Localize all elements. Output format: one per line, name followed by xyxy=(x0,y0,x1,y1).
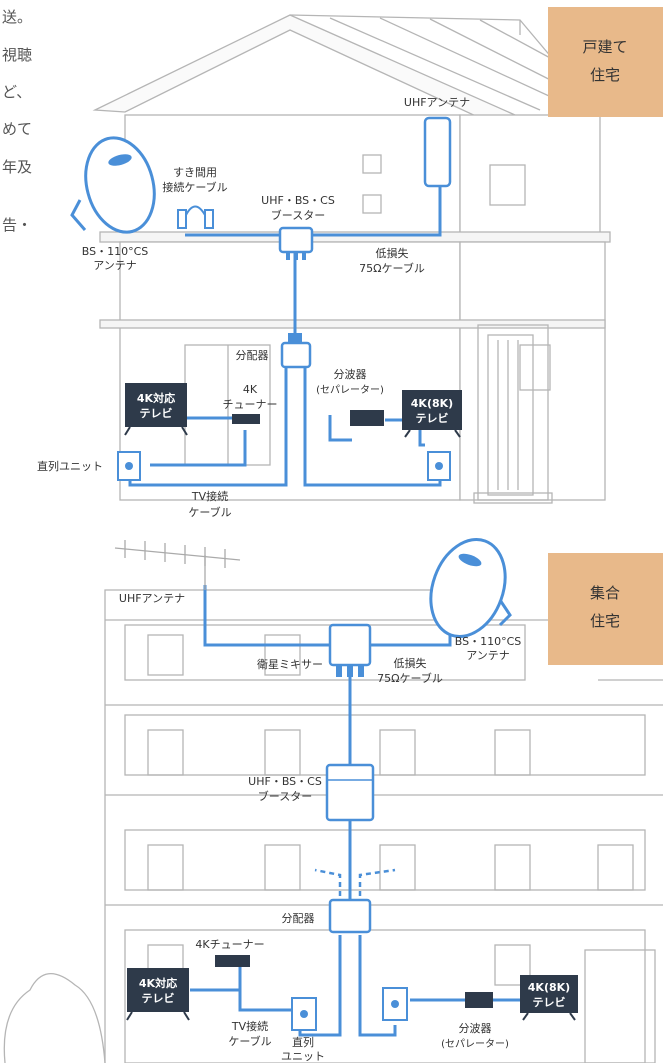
apartment-booster-icon xyxy=(325,763,375,822)
apartment-separator-label: (セパレーター) xyxy=(441,1038,509,1050)
apartment-mixer-label: 衛星ミキサー xyxy=(257,658,323,671)
apartment-bs-antenna-label: アンテナ xyxy=(466,649,510,662)
house-tag: 戸建て 住宅 xyxy=(548,7,663,117)
gap-cable-label: すき間用 xyxy=(173,166,217,179)
house-low-loss-cable-label: 低損失 xyxy=(376,246,409,260)
house-separator-label: (セパレーター) xyxy=(316,384,384,396)
apartment-tag: 集合 住宅 xyxy=(548,553,663,665)
house-booster-label: ブースター xyxy=(271,208,325,222)
house-8k-tv-icon xyxy=(402,390,462,438)
house-low-loss-cable-label: 75Ωケーブル xyxy=(359,261,425,275)
house-wall-outlet-icon xyxy=(117,451,451,481)
house-bs-antenna-label: BS・110°CS xyxy=(82,245,149,258)
side-text-line: 年及 xyxy=(2,158,32,176)
apartment-tv-cable-label: TV接続 xyxy=(231,1019,268,1033)
side-text-line: 告・ xyxy=(2,216,32,234)
apartment-4k-tuner-label: 4Kチューナー xyxy=(195,938,264,951)
side-text-line: 送。 xyxy=(2,8,32,26)
apartment-separator-icon xyxy=(465,992,493,1008)
apartment-splitter-label: 分配器 xyxy=(282,912,315,925)
apartment-cables xyxy=(190,585,520,1037)
side-text-line: ど、 xyxy=(2,83,31,101)
apartment-low-loss-cable-label: 75Ωケーブル xyxy=(377,671,443,685)
house-4k-tuner-icon xyxy=(232,414,260,424)
apartment-4k-tuner-icon xyxy=(215,955,250,967)
apartment-4k-tv-label: テレビ xyxy=(142,991,175,1005)
apartment-8k-tv-label: 4K(8K) xyxy=(528,981,570,994)
apartment-series-unit-label: ユニット xyxy=(281,1050,325,1063)
house-4k-tv-label: テレビ xyxy=(140,406,173,420)
apartment-building xyxy=(3,589,663,1063)
gap-cable-label: 接続ケーブル xyxy=(162,180,227,194)
house-booster-label: UHF・BS・CS xyxy=(261,194,335,207)
apartment-splitter-icon xyxy=(328,898,372,934)
house-booster-icon xyxy=(278,226,314,260)
house-4k-tuner-label: チューナー xyxy=(223,398,278,411)
apartment-4k-tv-label: 4K対応 xyxy=(139,976,177,990)
house-separator-icon xyxy=(350,410,384,426)
apartment-bs-antenna-icon xyxy=(429,538,512,638)
side-text-line: 視聴 xyxy=(2,46,32,64)
house-uhf-antenna-label: UHFアンテナ xyxy=(404,96,470,109)
apartment-booster-label: ブースター xyxy=(258,789,312,803)
gap-cable-icon xyxy=(177,205,214,229)
house-4k-tv-icon xyxy=(124,383,188,436)
apartment-low-loss-cable-label: 低損失 xyxy=(394,656,427,670)
side-text: 送。 視聴 ど、 めて 年及 告・ xyxy=(2,8,32,234)
house-tv-cable-label: ケーブル xyxy=(188,505,231,519)
house-tv-cable-label: TV接続 xyxy=(191,489,228,503)
apartment-8k-tv-icon xyxy=(520,975,578,1021)
apartment-wall-outlet-icon xyxy=(291,987,408,1031)
house-8k-tv-label: テレビ xyxy=(416,411,449,425)
house-bs-antenna-label: アンテナ xyxy=(93,259,137,272)
house-8k-tv-label: 4K(8K) xyxy=(411,397,453,410)
apartment-4k-tv-icon xyxy=(126,968,190,1021)
house-building xyxy=(92,14,611,504)
apartment-series-unit-label: 直列 xyxy=(292,1035,314,1049)
satellite-mixer-icon xyxy=(328,623,372,677)
house-bs-antenna-icon xyxy=(70,136,156,234)
apartment-8k-tv-label: テレビ xyxy=(533,995,566,1009)
house-tag-line1: 戸建て xyxy=(582,38,627,56)
apartment-uhf-antenna-label: UHFアンテナ xyxy=(119,592,185,605)
house-separator-label: 分波器 xyxy=(334,368,367,381)
apartment-tv-cable-label: ケーブル xyxy=(228,1034,271,1048)
house-4k-tv-label: 4K対応 xyxy=(137,391,175,405)
house-tag-line2: 住宅 xyxy=(590,66,620,84)
apartment-separator-label: 分波器 xyxy=(459,1022,492,1035)
apartment-booster-label: UHF・BS・CS xyxy=(248,775,322,788)
house-4k-tuner-label: 4K xyxy=(243,383,258,396)
house-splitter-label: 分配器 xyxy=(236,349,269,362)
house-splitter-icon xyxy=(280,333,312,369)
apartment-tag-line2: 住宅 xyxy=(590,612,620,630)
apartment-dashed-cables xyxy=(314,868,396,905)
house-uhf-antenna-icon xyxy=(423,116,452,188)
side-text-line: めて xyxy=(2,120,32,138)
apartment-tag-line1: 集合 xyxy=(590,584,620,602)
house-series-unit-label: 直列ユニット xyxy=(37,459,103,473)
apartment-bs-antenna-label: BS・110°CS xyxy=(455,635,522,648)
apartment-uhf-yagi-antenna-icon xyxy=(114,540,241,590)
